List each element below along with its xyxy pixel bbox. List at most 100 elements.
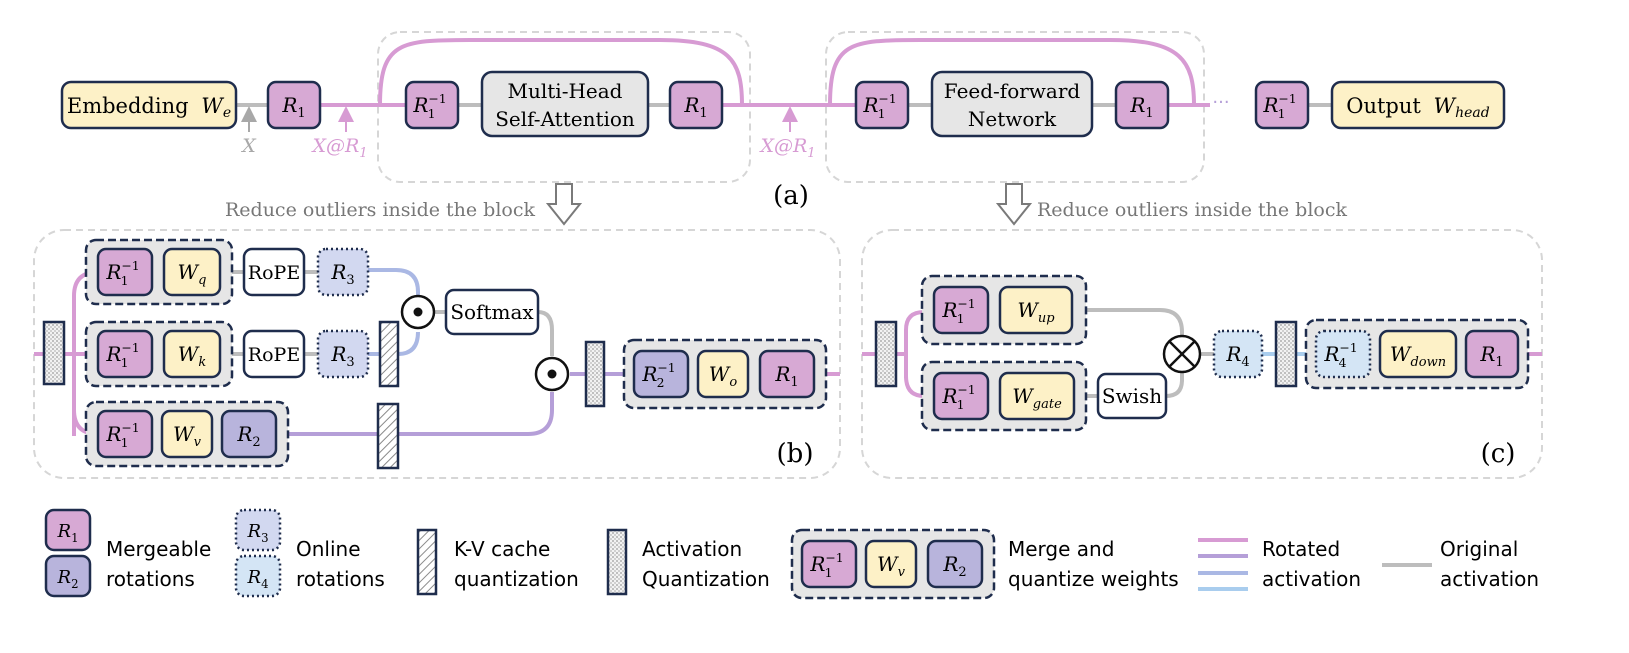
svg-text:R1: R1 (1129, 93, 1153, 121)
wgate-weight: Wgate (998, 371, 1076, 421)
svg-text:R3: R3 (330, 342, 354, 370)
svg-text:R−14: R−14 (1323, 340, 1357, 370)
svg-text:Wo: Wo (709, 362, 738, 390)
panel-label-a: (a) (773, 181, 809, 211)
output-box: Output Whead (1330, 80, 1506, 130)
legend-merge-r2: R2 (926, 539, 984, 589)
svg-text:Embedding We: Embedding We (67, 94, 231, 121)
legend-r4: R4 (234, 554, 282, 598)
act-quant-out-b (584, 340, 606, 408)
kv-quant-v (376, 402, 400, 470)
r3-k-online: R3 (316, 329, 370, 379)
svg-text:R1: R1 (683, 93, 707, 121)
svg-text:R−11: R−11 (809, 550, 843, 580)
legend-kv-line2: quantization (454, 567, 579, 591)
embedding-label: Embedding (67, 94, 189, 118)
svg-text:R3: R3 (247, 521, 269, 545)
legend-kv-line1: K-V cache (454, 537, 550, 561)
svg-text:R−11: R−11 (862, 91, 896, 121)
svg-text:Wq: Wq (178, 260, 207, 288)
svg-text:R−11: R−11 (105, 420, 139, 450)
legend-merge-weight: Wv (864, 539, 918, 589)
legend-act-bar (606, 528, 628, 596)
legend-r1: R1 (44, 508, 92, 552)
svg-text:R4: R4 (247, 567, 269, 591)
elementwise-multiply (1162, 334, 1202, 374)
legend-rotated-line2: activation (1262, 567, 1361, 591)
svg-text:R−11: R−11 (1262, 91, 1296, 121)
svg-text:R1: R1 (1479, 342, 1503, 370)
top-mhsa-r1: R1 (668, 80, 724, 130)
svg-text:Wup: Wup (1017, 298, 1055, 326)
rope-q-box: RoPE (242, 247, 306, 297)
embedding-box: Embedding We (60, 80, 238, 130)
swish-box: Swish (1096, 372, 1168, 420)
legend-rotated-line1: Rotated (1262, 537, 1340, 561)
panel-label-b: (b) (777, 439, 814, 469)
legend-original-line1: Original (1440, 537, 1518, 561)
legend-r2: R2 (44, 554, 92, 598)
r3-q-online: R3 (316, 247, 370, 297)
svg-text:R2: R2 (57, 567, 79, 591)
wq-weight: Wq (162, 247, 222, 297)
legend-mergeable-line1: Mergeable (106, 537, 211, 561)
svg-text:R1: R1 (774, 362, 798, 390)
embedding-subscript: e (223, 105, 231, 121)
reduce-arrow-left (545, 183, 583, 226)
ellipsis: ··· (1212, 92, 1229, 113)
act-quant-input-b (42, 320, 66, 386)
svg-text:RoPE: RoPE (248, 344, 300, 366)
dot-product-v (534, 356, 570, 392)
wv-r2: R2 (220, 409, 278, 459)
attention-panel-frame (33, 229, 841, 479)
panel-label-c: (c) (1481, 439, 1516, 469)
svg-text:Wdown: Wdown (1390, 342, 1446, 370)
wdown-weight: Wdown (1378, 329, 1458, 379)
act-quant-input-c (874, 320, 898, 388)
svg-text:R4: R4 (1225, 342, 1249, 370)
svg-text:Wk: Wk (178, 342, 207, 370)
svg-text:Wv: Wv (173, 422, 202, 450)
wo-weight: Wo (696, 349, 750, 399)
xr1-label-left: X@R1 (310, 135, 367, 161)
output-symbol: W (1434, 94, 1458, 118)
ffn-line2: Network (968, 107, 1057, 131)
legend-mergeable-line2: rotations (106, 567, 195, 591)
svg-text:R−11: R−11 (105, 340, 139, 370)
legend-act-line2: Quantization (642, 567, 770, 591)
svg-text:R−11: R−11 (105, 258, 139, 288)
wv-weight: Wv (160, 409, 214, 459)
legend-kv-bar (416, 528, 438, 596)
svg-text:Wv: Wv (877, 552, 906, 580)
svg-text:R2: R2 (236, 422, 260, 450)
wdown-r1: R1 (1464, 329, 1520, 379)
legend-online-line2: rotations (296, 567, 385, 591)
xr1-label-right: X@R1 (758, 135, 815, 161)
softmax-box: Softmax (444, 288, 540, 336)
svg-text:R3: R3 (330, 260, 354, 288)
legend-original-line2: activation (1440, 567, 1539, 591)
legend-merge-line2: quantize weights (1008, 567, 1179, 591)
output-label: Output (1346, 94, 1421, 118)
svg-text:R−12: R−12 (641, 360, 675, 390)
wup-weight: Wup (998, 285, 1074, 335)
top-r1: R1 (266, 80, 322, 130)
svg-text:Softmax: Softmax (450, 300, 534, 324)
legend-merge-line1: Merge and (1008, 537, 1114, 561)
dot-product-qk (400, 294, 436, 330)
ffn-box: Feed-forward Network (930, 70, 1094, 138)
svg-text:Output Whead: Output Whead (1346, 94, 1490, 121)
mhsa-box: Multi-Head Self-Attention (480, 70, 650, 138)
svg-text:R1: R1 (281, 93, 305, 121)
legend-rotated-lines (1198, 538, 1248, 591)
mhsa-line2: Self-Attention (495, 107, 635, 131)
wk-weight: Wk (162, 329, 222, 379)
x-label: X (240, 135, 257, 157)
svg-text:R−11: R−11 (941, 382, 975, 412)
